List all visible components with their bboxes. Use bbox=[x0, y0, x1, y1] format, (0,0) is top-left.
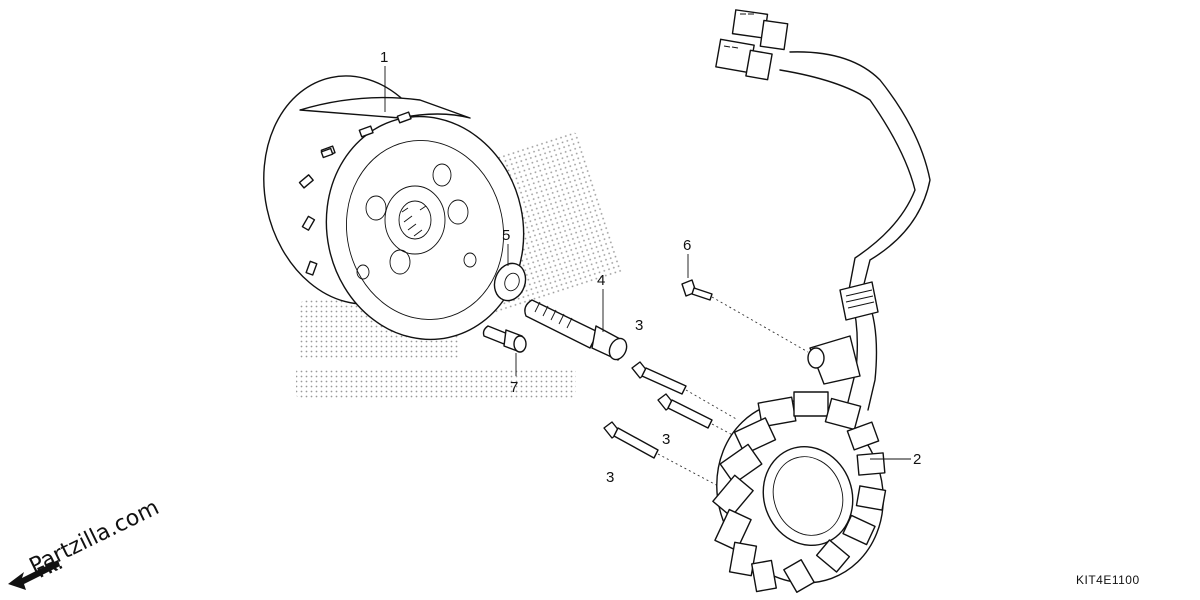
callout-3b[interactable]: 3 bbox=[662, 431, 670, 448]
stator-bolts[interactable] bbox=[603, 361, 713, 459]
clamp-bolt-part[interactable] bbox=[681, 279, 713, 301]
callout-1[interactable]: 1 bbox=[380, 49, 388, 66]
flywheel-bolt-part[interactable] bbox=[524, 299, 630, 362]
stator-teeth bbox=[712, 391, 887, 593]
callout-7[interactable]: 7 bbox=[510, 379, 518, 396]
stator-bolt-c bbox=[603, 421, 659, 459]
callout-4[interactable]: 4 bbox=[597, 272, 605, 289]
callout-2[interactable]: 2 bbox=[913, 451, 921, 468]
callout-labels: 1 2 3 3 3 4 5 6 7 bbox=[380, 49, 921, 486]
flywheel-part[interactable] bbox=[243, 59, 544, 358]
washer-part[interactable] bbox=[489, 259, 530, 305]
callout-3a[interactable]: 3 bbox=[635, 317, 643, 334]
leader-lines bbox=[384, 66, 911, 460]
socket-bolt-part[interactable] bbox=[482, 325, 527, 353]
assembly-guide-lines bbox=[657, 296, 809, 489]
callout-6[interactable]: 6 bbox=[683, 237, 691, 254]
stator-bolt-a bbox=[631, 361, 687, 395]
diagram-code: KIT4E1100 bbox=[1076, 573, 1140, 587]
watermark-text: Partzilla.com bbox=[26, 495, 163, 579]
callout-5[interactable]: 5 bbox=[502, 227, 510, 244]
callout-3c[interactable]: 3 bbox=[606, 469, 614, 486]
stator-part[interactable] bbox=[691, 9, 931, 600]
stator-bolt-b bbox=[657, 393, 713, 429]
